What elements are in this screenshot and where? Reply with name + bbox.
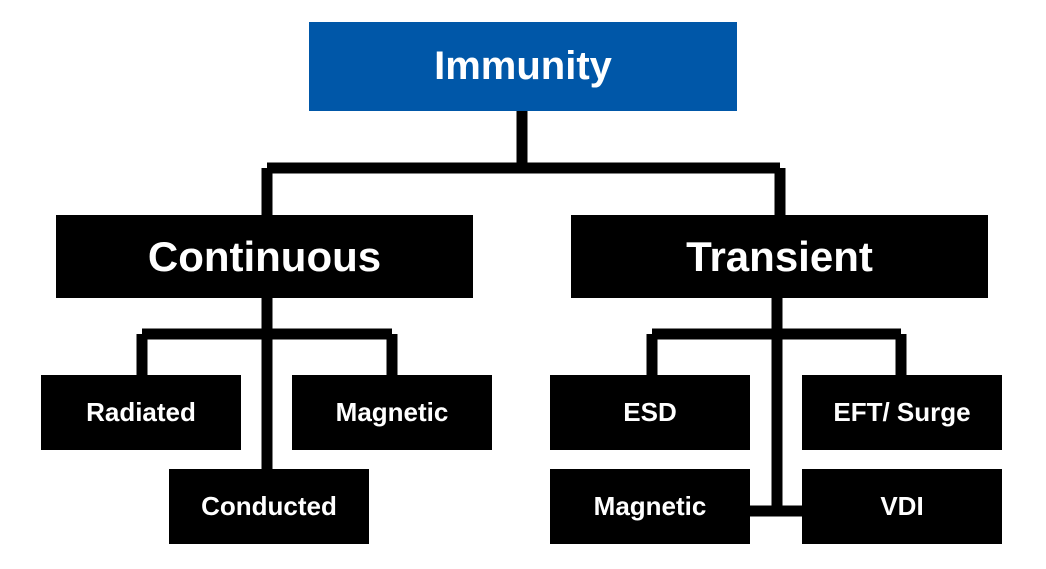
leaf-node-conducted: Conducted (169, 469, 369, 544)
leaf-node-radiated: Radiated (41, 375, 241, 450)
leaf-node-esd: ESD (550, 375, 750, 450)
category-node-continuous: Continuous (56, 215, 473, 298)
leaf-label: VDI (880, 491, 924, 521)
leaf-node-magnetic-transient: Magnetic (550, 469, 750, 544)
leaf-node-magnetic-continuous: Magnetic (292, 375, 492, 450)
category-node-transient: Transient (571, 215, 988, 298)
leaf-label: Magnetic (593, 491, 707, 521)
leaf-label: EFT/ Surge (833, 397, 971, 427)
leaf-label: Radiated (86, 397, 196, 427)
root-label: Immunity (434, 44, 612, 88)
leaf-node-vdi: VDI (802, 469, 1002, 544)
connector-transient-to-magnetic-vdi (749, 334, 802, 517)
root-node-immunity: Immunity (309, 22, 737, 111)
leaf-node-eft-surge: EFT/ Surge (802, 375, 1002, 450)
category-label: Transient (686, 232, 873, 280)
connector-root-to-categories (261, 110, 786, 216)
leaf-label: ESD (623, 397, 677, 427)
category-label: Continuous (147, 232, 382, 280)
leaf-label: Conducted (201, 491, 337, 521)
leaf-label: Magnetic (335, 397, 449, 427)
